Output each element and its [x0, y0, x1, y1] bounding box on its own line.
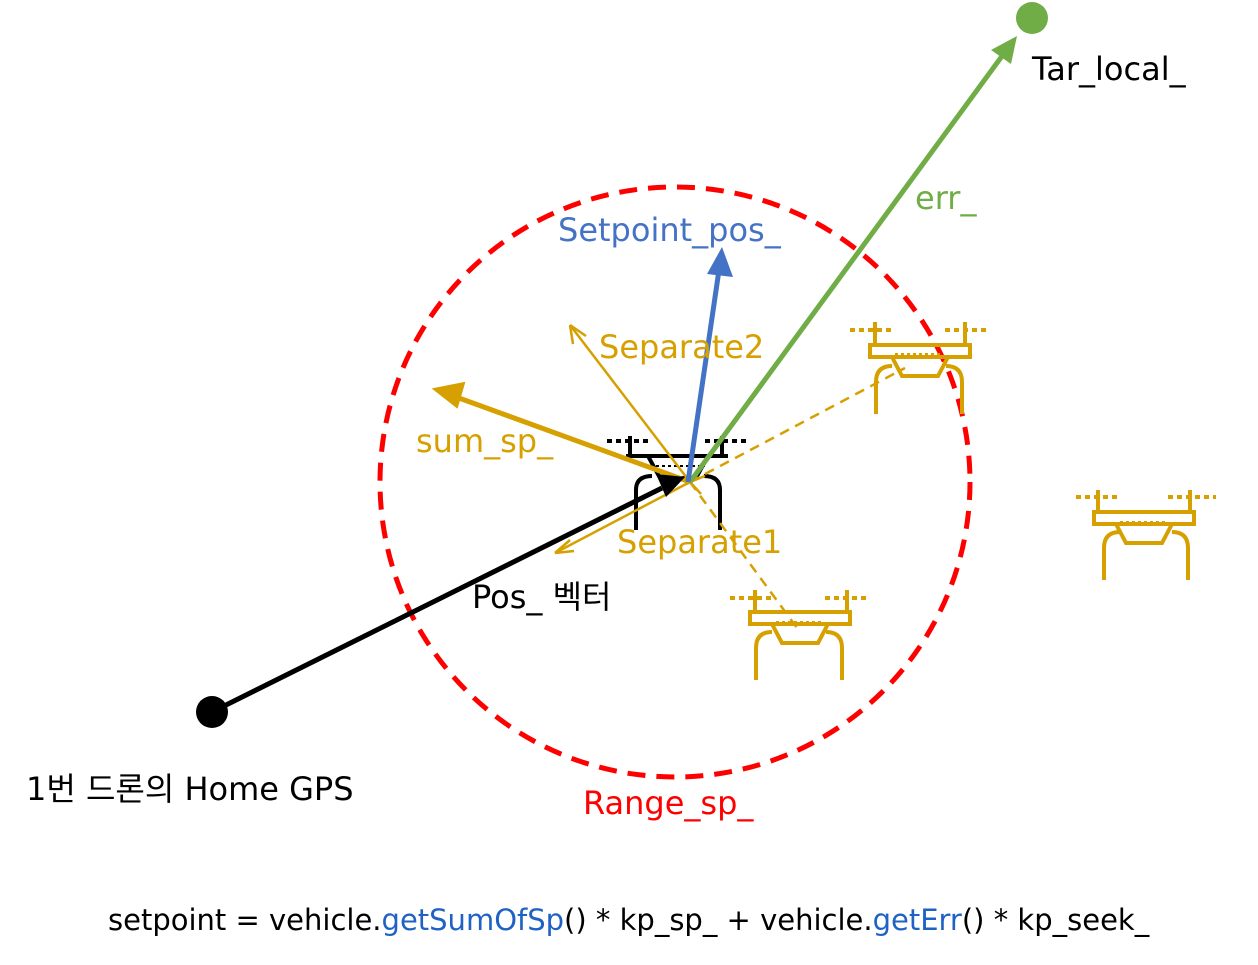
sum-sp-line	[447, 391, 691, 485]
neighbor-link-1	[689, 366, 906, 484]
pos-vector-line	[210, 485, 664, 715]
err-arrowhead	[991, 36, 1017, 64]
sum-sp-label: sum_sp_	[416, 422, 554, 460]
separate1-label: Separate1	[617, 523, 782, 561]
setpoint-pos-arrowhead	[707, 247, 733, 277]
setpoint-pos-label: Setpoint_pos_	[558, 211, 782, 249]
formula-func-2: getErr	[873, 903, 962, 937]
neighbor-link-2	[688, 481, 802, 633]
neighbor-drone-2-icon	[1076, 490, 1216, 580]
separate2-arrowhead	[568, 323, 587, 345]
home-gps-label: 1번 드론의 Home GPS	[26, 770, 354, 808]
setpoint-pos-line	[685, 269, 722, 483]
neighbor-drone-1-icon	[850, 322, 990, 414]
formula-part-1: setpoint = vehicle.	[108, 903, 382, 937]
formula-part-2: () * kp_sp_ + vehicle.	[564, 903, 873, 937]
sum-sp-arrowhead	[431, 381, 466, 409]
range-circle	[377, 184, 973, 780]
pos-vector-arrowhead	[656, 474, 685, 497]
neighbor-drone-3-icon	[730, 590, 870, 680]
formula-part-3: () * kp_seek_	[962, 903, 1150, 937]
separate1-arrowhead	[554, 539, 575, 555]
separate2-line	[569, 324, 691, 483]
formula-func-1: getSumOfSp	[382, 903, 565, 937]
err-label: err_	[915, 179, 977, 217]
separate2-label: Separate2	[599, 328, 764, 366]
tar-local-label: Tar_local_	[1031, 50, 1187, 88]
pos-vector-label: Pos_ 벡터	[472, 578, 611, 616]
range-sp-label: Range_sp_	[583, 784, 754, 822]
err-line	[687, 50, 1008, 484]
home-gps-point	[196, 696, 228, 728]
setpoint-formula: setpoint = vehicle.getSumOfSp() * kp_sp_…	[108, 903, 1150, 937]
target-point	[1016, 2, 1048, 34]
